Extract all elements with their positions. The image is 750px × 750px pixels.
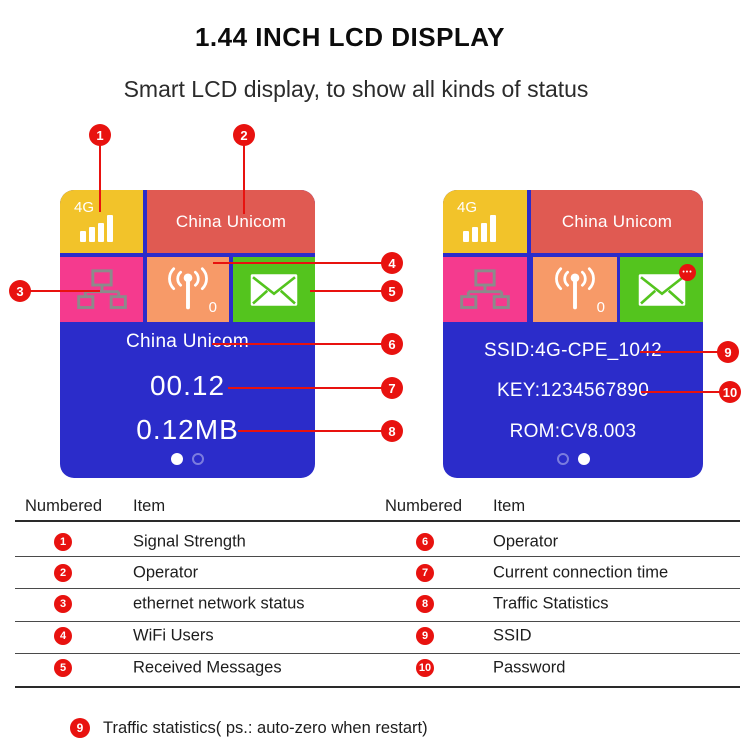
wifi-antenna-icon [549,266,601,314]
legend-header-numbered-right: Numbered [385,497,463,515]
lcd-connection-time: 00.12 [149,370,226,401]
number-badge: 4 [54,627,72,645]
page-title: 1.44 INCH LCD DISPLAY [194,22,506,52]
ethernet-network-icon [76,268,127,311]
legend-header-numbered-left: Numbered [25,497,103,515]
message-envelope-icon [250,273,298,307]
callout-line-4 [213,262,383,264]
callout-4: 4 [381,252,403,274]
page-subtitle: Smart LCD display, to show all kinds of … [123,76,589,102]
number-badge: 2 [54,564,72,582]
table-row-rule [15,621,740,622]
messages-tile: ••• [620,257,703,322]
network-type-label: 4G [457,199,478,216]
footnote-text: Traffic statistics( ps.: auto-zero when … [103,719,428,737]
item-label: Received Messages [133,658,282,677]
signal-bars-icon [80,215,113,242]
number-badge: 8 [416,595,434,613]
callout-8: 8 [381,420,403,442]
number-badge: 5 [54,659,72,677]
number-badge: 1 [54,533,72,551]
lcd-screen-right: 4G China Unicom [443,190,703,478]
ethernet-status-tile [443,257,527,322]
table-row-rule [15,556,740,557]
page-dot-active [171,453,183,465]
operator-name-label: China Unicom [175,211,287,231]
legend-row-2: 2 Operator 7 Current connection time [0,561,750,585]
callout-6: 6 [381,333,403,355]
callout-2: 2 [233,124,255,146]
signal-strength-tile: 4G [443,190,527,253]
callout-9: 9 [717,341,739,363]
table-header-rule [15,520,740,522]
item-label: Signal Strength [133,532,246,551]
lcd-key-text: KEY:1234567890 [496,380,650,401]
page-dot-inactive [192,453,204,465]
number-badge: 10 [416,659,434,677]
legend-header-item-left: Item [133,497,166,515]
page-indicator [443,453,703,465]
legend-row-4: 4 WiFi Users 9 SSID [0,624,750,648]
callout-line-3 [30,290,100,292]
lcd-operator-text: China Unicom [126,331,249,352]
lcd-rom-text: ROM:CV8.003 [509,421,637,442]
callout-line-5 [310,290,383,292]
item-label: Password [493,658,566,677]
legend-header-item-right: Item [493,497,526,515]
callout-5: 5 [381,280,403,302]
wifi-users-count: 0 [208,299,217,316]
item-label: Operator [133,563,199,582]
wifi-users-tile: 0 [147,257,229,322]
callout-line-7 [228,387,383,389]
callout-line-8 [238,430,383,432]
callout-line-9 [640,351,719,353]
item-label: SSID [493,626,532,645]
item-label: Current connection time [493,563,669,582]
page-indicator [60,453,315,465]
ethernet-status-tile [60,257,143,322]
callout-1: 1 [89,124,111,146]
table-row-rule [15,588,740,589]
messages-tile [233,257,315,322]
callout-7: 7 [381,377,403,399]
wifi-antenna-icon [162,266,214,314]
ethernet-network-icon [460,268,510,311]
item-label: Traffic Statistics [493,594,609,613]
signal-bars-icon [463,215,496,242]
number-badge: 6 [416,533,434,551]
operator-name-label: China Unicom [561,211,673,231]
network-type-label: 4G [74,199,95,216]
callout-line-1 [99,145,101,212]
item-label: ethernet network status [133,594,305,613]
legend-row-5: 5 Received Messages 10 Password [0,656,750,680]
unread-messages-badge: ••• [679,264,696,281]
legend-row-1: 1 Signal Strength 6 Operator [0,530,750,554]
table-row-rule [15,653,740,654]
page-dot-active [577,453,590,465]
message-envelope-icon [638,273,686,307]
item-label: Operator [493,532,559,551]
wifi-users-count: 0 [596,299,605,316]
callout-3: 3 [9,280,31,302]
number-badge: 7 [416,564,434,582]
operator-tile: China Unicom [531,190,703,253]
callout-line-2 [243,145,245,214]
table-bottom-rule [15,686,740,688]
lcd-ssid-text: SSID:4G-CPE_1042 [484,340,662,361]
footnote-number-badge: 9 [70,718,90,738]
lcd-screen-left: 4G China Unicom [60,190,315,478]
legend-row-3: 3 ethernet network status 8 Traffic Stat… [0,592,750,616]
page-dot-inactive [556,453,569,465]
signal-strength-tile: 4G [60,190,143,253]
callout-line-10 [641,391,721,393]
number-badge: 9 [416,627,434,645]
operator-tile: China Unicom [147,190,315,253]
number-badge: 3 [54,595,72,613]
lcd-traffic-stats: 0.12MB [136,414,239,445]
callout-line-6 [212,343,383,345]
wifi-users-tile: 0 [533,257,617,322]
item-label: WiFi Users [133,626,214,645]
callout-10: 10 [719,381,741,403]
